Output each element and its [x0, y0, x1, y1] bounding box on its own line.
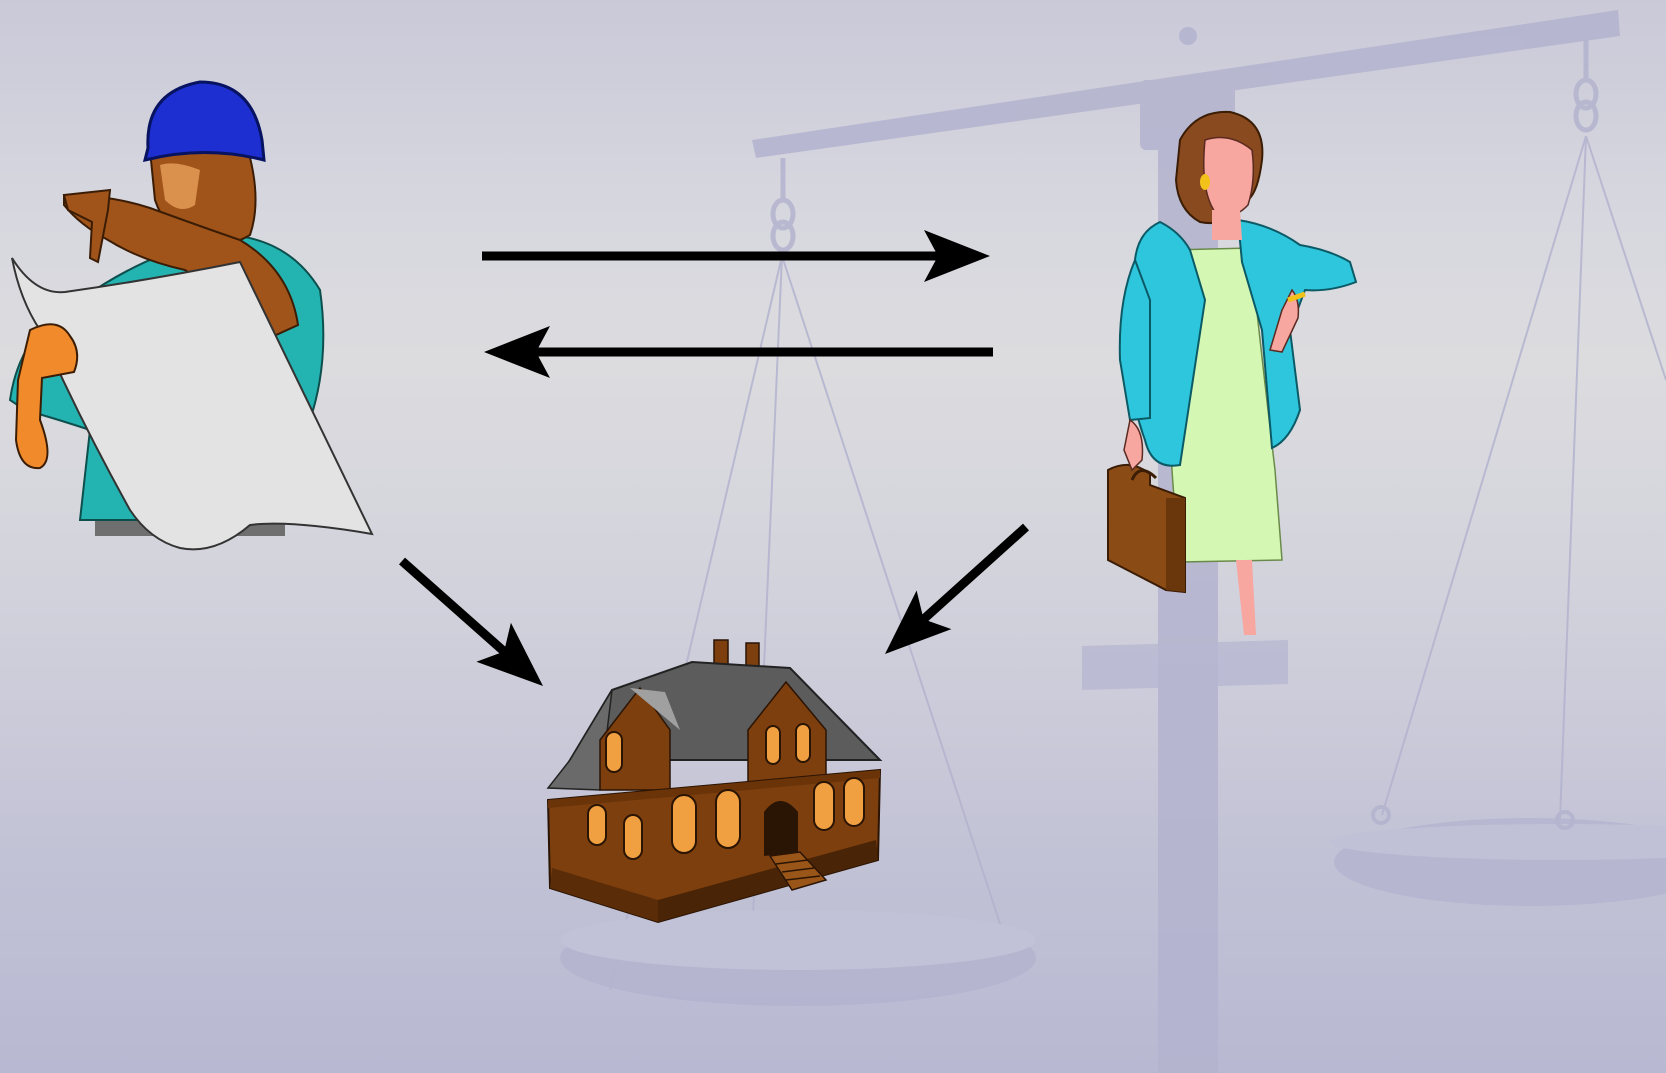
arrow-woman-to-house-shaft	[924, 527, 1026, 619]
arrow-woman-to-worker	[484, 326, 993, 378]
arrow-woman-to-house	[885, 527, 1026, 654]
arrow-worker-to-house	[402, 561, 543, 686]
arrow-worker-to-house-shaft	[402, 561, 504, 652]
arrow-worker-to-woman	[482, 230, 990, 282]
